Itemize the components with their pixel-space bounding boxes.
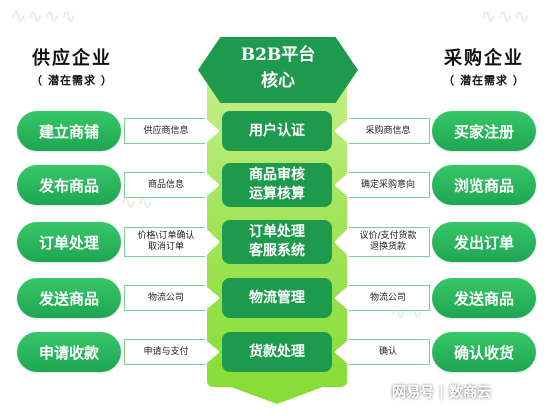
platform-title-line1: B2B平台 bbox=[240, 45, 316, 65]
center-step-user-auth: 用户认证 bbox=[222, 111, 332, 151]
left-arrow-logistics-company: 物流公司 bbox=[124, 285, 220, 311]
arrow-label: 确认 bbox=[378, 346, 397, 357]
right-step-browse-goods: 浏览商品 bbox=[432, 165, 536, 205]
left-step-ship-goods: 发送商品 bbox=[17, 278, 121, 318]
center-step-label-2: 运算核算 bbox=[249, 186, 305, 202]
right-arrow-buyer-info: 采购商信息 bbox=[334, 118, 430, 144]
platform-core-column-tip bbox=[207, 378, 347, 404]
left-step-publish-goods: 发布商品 bbox=[17, 165, 121, 205]
footer-brand: 网易号 bbox=[392, 385, 434, 401]
right-step-place-order: 发出订单 bbox=[432, 222, 536, 262]
left-column-subtitle: （ 潜在需求 ） bbox=[31, 74, 113, 87]
center-step-label: 商品审核 bbox=[249, 167, 305, 183]
footer-author: 数商云 bbox=[449, 385, 492, 401]
arrow-label-2: 取消订单 bbox=[147, 242, 184, 252]
left-column-title: 供应企业 bbox=[32, 48, 112, 69]
platform-core-title: B2B平台 核心 bbox=[198, 42, 358, 94]
left-arrow-price-order-confirm: 价格\订单确认 取消订单 bbox=[124, 227, 220, 257]
center-step-payment-processing: 货款处理 bbox=[222, 332, 332, 372]
center-step-label: 用户认证 bbox=[249, 122, 305, 139]
right-arrow-bargain-payment: 议价/支付货款 退换货款 bbox=[334, 227, 430, 257]
center-step-label: 货款处理 bbox=[249, 343, 305, 360]
right-column-title: 采购企业 bbox=[444, 48, 524, 69]
right-step-confirm-receipt: 确认收货 bbox=[432, 332, 536, 372]
right-step-buyer-register: 买家注册 bbox=[432, 111, 536, 151]
arrow-label: 议价/支付货款 bbox=[359, 231, 417, 241]
platform-core-header bbox=[198, 37, 358, 103]
source-watermark: 网易号 | 数商云 bbox=[392, 382, 542, 402]
left-arrow-supplier-info: 供应商信息 bbox=[124, 118, 220, 144]
left-step-order-processing: 订单处理 bbox=[17, 222, 121, 262]
right-column-subtitle: （ 潜在需求 ） bbox=[443, 74, 525, 87]
arrow-label: 采购商信息 bbox=[365, 125, 411, 136]
left-step-open-shop: 建立商铺 bbox=[17, 111, 121, 151]
center-step-label: 订单处理 bbox=[249, 224, 305, 240]
right-arrow-purchase-intent: 确定采购意向 bbox=[334, 172, 430, 198]
arrow-label: 物流公司 bbox=[147, 292, 184, 303]
center-step-goods-review: 商品审核 运算核算 bbox=[222, 163, 332, 207]
left-arrow-goods-info: 商品信息 bbox=[124, 172, 220, 198]
right-step-ship-goods: 发送商品 bbox=[432, 278, 536, 318]
platform-title-line2: 核心 bbox=[261, 71, 295, 91]
footer-separator: | bbox=[439, 384, 445, 400]
arrow-label: 申请与支付 bbox=[143, 346, 189, 357]
watermark-decoration: ∿∿∿ bbox=[480, 4, 531, 28]
center-step-label-2: 客服系统 bbox=[249, 243, 305, 259]
arrow-label: 物流公司 bbox=[369, 292, 406, 303]
center-step-logistics: 物流管理 bbox=[222, 278, 332, 318]
right-arrow-logistics-company: 物流公司 bbox=[334, 285, 430, 311]
left-step-request-payment: 申请收款 bbox=[17, 332, 121, 372]
center-step-label: 物流管理 bbox=[249, 289, 305, 306]
watermark-decoration: ∿∿∿∿ bbox=[10, 4, 78, 28]
arrow-label: 商品信息 bbox=[147, 179, 184, 190]
arrow-label: 价格\订单确认 bbox=[137, 231, 195, 241]
right-arrow-confirm: 确认 bbox=[334, 339, 430, 365]
center-step-order-service: 订单处理 客服系统 bbox=[222, 220, 332, 264]
arrow-label-2: 退换货款 bbox=[369, 242, 406, 252]
left-arrow-request-pay: 申请与支付 bbox=[124, 339, 220, 365]
arrow-label: 供应商信息 bbox=[143, 125, 189, 136]
arrow-label: 确定采购意向 bbox=[360, 179, 415, 190]
